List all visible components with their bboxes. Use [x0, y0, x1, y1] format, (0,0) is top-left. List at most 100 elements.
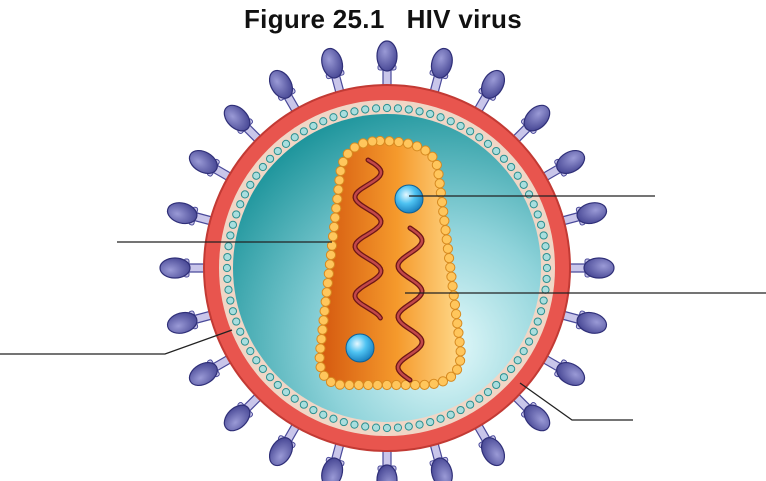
matrix-protein-bead	[539, 231, 548, 240]
capsid-protein-bead	[437, 376, 449, 387]
matrix-protein-bead	[446, 117, 455, 126]
matrix-protein-bead	[299, 400, 308, 409]
capsid-protein-bead	[333, 184, 344, 195]
matrix-protein-layer	[222, 103, 552, 433]
matrix-protein-bead	[533, 317, 542, 326]
capsid-protein-bead	[436, 197, 448, 208]
matrix-protein-bead	[483, 139, 493, 148]
matrix-protein-bead	[258, 162, 267, 172]
matrix-protein-bead	[228, 220, 238, 229]
capsid-protein-bead	[446, 271, 457, 282]
capsid-protein-bead	[440, 225, 451, 236]
capsid-protein-bead	[381, 379, 393, 391]
matrix-protein-bead	[536, 220, 546, 229]
capsid-protein-bead	[402, 138, 414, 149]
capsid-protein-bead	[363, 379, 374, 391]
capsid-protein-bead	[393, 136, 404, 148]
capsid-protein-bead	[319, 305, 330, 317]
capsid-protein-bead	[332, 193, 343, 205]
capsid-protein-bead	[451, 364, 463, 375]
matrix-protein-bead	[507, 162, 516, 172]
capsid-protein-bead	[325, 376, 337, 388]
capsid-protein-bead	[454, 336, 465, 348]
matrix-protein-bead	[529, 327, 538, 336]
matrix-protein-bead	[319, 410, 328, 419]
capsid-protein-bead	[318, 370, 330, 381]
capsid-protein-bead	[358, 138, 369, 149]
matrix-protein-bead	[542, 263, 552, 273]
capsid-protein-bead	[442, 243, 454, 254]
matrix-protein-bead	[466, 127, 475, 136]
capsid-protein-bead	[410, 379, 421, 391]
rna-strand	[395, 225, 425, 383]
capsid-protein-bead	[367, 136, 378, 147]
matrix-protein-bead	[492, 146, 501, 156]
capsid-protein-bead	[329, 221, 340, 233]
capsid-protein-bead	[334, 379, 346, 390]
matrix-protein-bead	[456, 405, 465, 415]
capsid-protein-bead	[443, 253, 455, 264]
matrix-protein-bead	[224, 285, 233, 294]
capsid-protein-bead	[449, 299, 461, 310]
matrix-protein-bead	[223, 274, 232, 284]
rna-strands	[352, 157, 425, 383]
glycoprotein-spike	[166, 202, 224, 229]
figure-caption: HIV virus	[406, 4, 522, 34]
capsid-protein-bead	[331, 203, 342, 214]
matrix-protein-bead	[456, 121, 465, 131]
matrix-protein-bead	[309, 405, 318, 415]
matrix-protein-bead	[393, 104, 403, 113]
matrix-protein-bead	[393, 423, 403, 432]
matrix-protein-bead	[533, 210, 542, 219]
matrix-protein-bead	[329, 414, 338, 423]
matrix-protein-bead	[426, 109, 435, 119]
matrix-protein-bead	[536, 307, 546, 316]
matrix-protein-bead	[539, 296, 548, 305]
enzyme-reverse-transcriptase	[394, 184, 424, 214]
capsid-protein-bead	[445, 262, 456, 273]
enzyme-lower	[345, 333, 375, 363]
capsid-protein-bead	[452, 318, 463, 329]
capsid-protein-bead	[342, 148, 353, 159]
matrix-protein-bead	[290, 133, 299, 142]
matrix-protein-bead	[382, 103, 392, 113]
matrix-protein-bead	[265, 373, 275, 382]
matrix-protein-bead	[513, 356, 522, 365]
capsid-protein-bead	[344, 379, 355, 391]
matrix-protein-bead	[232, 317, 241, 326]
capsid-protein-bead	[315, 343, 326, 354]
matrix-protein-bead	[404, 105, 413, 114]
capsid-protein-bead	[334, 175, 345, 186]
capsid-protein-bead	[419, 379, 430, 390]
capsid-protein-bead	[338, 156, 349, 168]
capsid-protein-bead	[434, 178, 445, 189]
matrix-protein-bead	[232, 210, 241, 219]
capsid-protein-bead	[439, 215, 450, 226]
matrix-protein-bead	[223, 252, 232, 262]
matrix-protein-bead	[492, 380, 501, 390]
matrix-protein-bead	[475, 394, 484, 403]
capsid-protein-bead	[335, 165, 346, 177]
capsid-protein-bead	[455, 355, 466, 366]
matrix-protein-bead	[499, 373, 509, 382]
capsid-protein-bead	[427, 151, 438, 162]
rna-strand	[352, 157, 384, 321]
capsid-protein-bead	[327, 231, 339, 242]
capsid-protein-bead	[324, 259, 336, 270]
matrix-protein-bead	[246, 347, 255, 356]
matrix-protein-bead	[290, 394, 299, 403]
matrix-protein-bead	[273, 146, 282, 156]
capsid-protein-bead	[349, 142, 360, 153]
label-lines	[0, 195, 766, 421]
glycoprotein-spike	[532, 349, 586, 387]
capsid-protein-bead	[431, 159, 442, 171]
matrix-protein-bead	[281, 139, 291, 148]
matrix-protein-bead	[339, 109, 348, 119]
capsid-protein-bead	[433, 169, 444, 180]
matrix-protein-bead	[273, 380, 282, 390]
matrix-protein-bead	[475, 133, 484, 142]
capsid-protein-bead	[321, 287, 332, 298]
matrix-protein-bead	[415, 420, 424, 429]
